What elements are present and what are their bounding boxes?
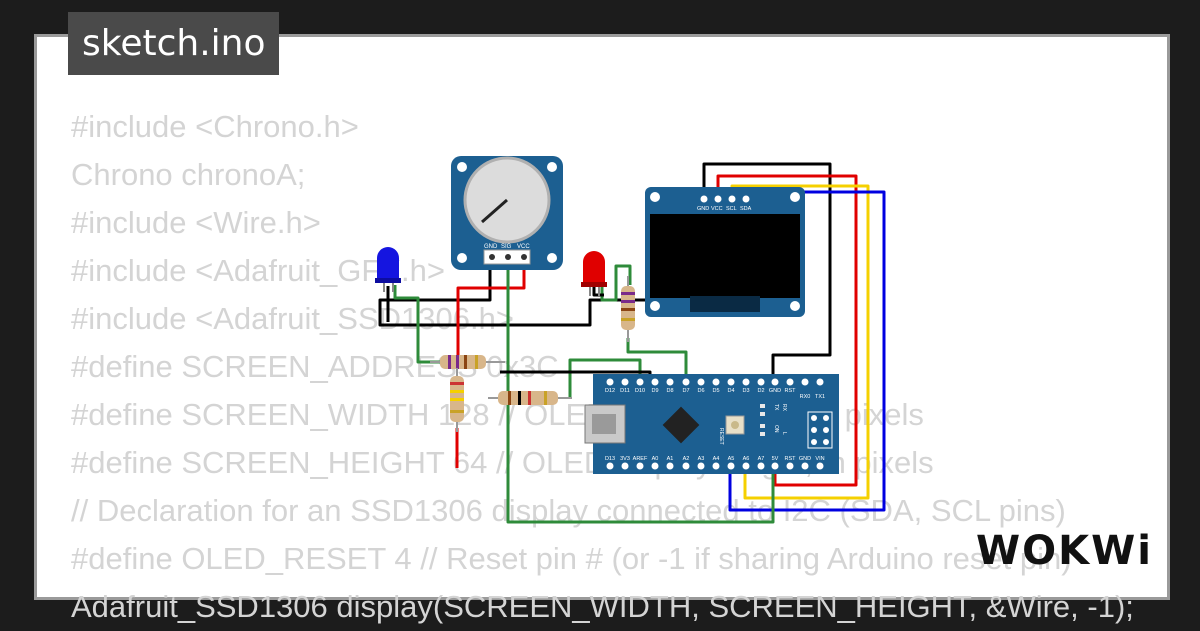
resistor-horizontal-arduino[interactable] [488,391,572,405]
pin-label-d6: D6 [697,388,704,394]
pin-label-d4: D4 [727,388,734,394]
code-line: #include <Chrono.h> [71,109,359,144]
resistor-horizontal-blue-led[interactable] [430,355,505,369]
blue-led[interactable] [375,247,401,292]
code-line: Adafruit_SSD1306 display(SCREEN_WIDTH, S… [71,589,1134,624]
pin-label-a2: A2 [683,456,690,462]
code-line: #include <Adafruit_GFX.h> [71,253,445,288]
wire-red-resistor-pin [626,338,688,382]
pin-label-5v: 5V [772,456,779,462]
pin-label-rst-top: RST [785,388,797,394]
potentiometer[interactable]: GND SIG VCC [451,156,563,270]
pin-label-a0: A0 [652,456,659,462]
wire-oled-gnd [702,162,832,382]
arduino-bottom-pins [606,462,824,470]
file-title: sketch.ino [68,12,280,75]
wire-red-led-gnd [592,285,604,297]
pin-label-a7: A7 [758,456,765,462]
reset-label: RESET [718,428,724,445]
pin-label-d12: D12 [605,388,615,394]
pin-label-gnd-top: GND [769,388,781,394]
pin-label-aref: AREF [633,456,648,462]
pot-pin-vcc: VCC [517,244,530,250]
pin-label-d5: D5 [712,388,719,394]
wire-pot-gnd [378,258,650,327]
pin-label-d10: D10 [635,388,645,394]
pin-label-gnd-bottom: GND [799,456,811,462]
pot-pin-sig: SIG [501,244,512,250]
wire-blue-led-anode [393,285,440,364]
pin-label-a4: A4 [713,456,720,462]
icsp-header [807,411,833,449]
pin-label-3v3: 3V3 [620,456,630,462]
pin-label-rx0: RX0 [800,394,811,400]
code-preview-card: #include <Chrono.h> Chrono chronoA; #inclu… [34,34,1170,624]
pot-pin-gnd: GND [484,244,498,250]
pin-label-rst-bottom: RST [785,456,797,462]
microcontroller-chip [662,406,700,444]
l-label: L [781,432,787,435]
code-line: #define SCREEN_ADDRESS 0x3C [71,349,559,384]
rx-label: RX [781,404,787,412]
pin-label-vin: VIN [815,456,824,462]
pin-label-d13: D13 [605,456,615,462]
pin-label-d11: D11 [620,388,630,394]
pin-label-d7: D7 [682,388,689,394]
code-line: Chrono chronoA; [71,157,306,192]
oled-pin-scl: SCL [726,206,737,212]
on-label: ON [773,425,779,433]
oled-pin-sda: SDA [740,206,752,212]
pin-label-a6: A6 [743,456,750,462]
wire-red-led-anode [600,264,632,302]
pin-label-d2: D2 [757,388,764,394]
code-line: #define OLED_RESET 4 // Reset pin # (or … [71,541,1072,576]
resistor-vertical-red-led[interactable] [621,276,635,342]
oled-display[interactable]: GND VCC SCL SDA [645,187,805,317]
pin-label-a1: A1 [667,456,674,462]
oled-screen [650,214,800,298]
resistor-vertical-pot[interactable] [450,368,464,432]
pin-label-d9: D9 [651,388,658,394]
pin-label-tx1: TX1 [815,394,825,400]
code-line: #include <Adafruit_SSD1306.h> [71,301,514,336]
code-line: #include <Wire.h> [71,205,321,240]
red-led[interactable] [581,251,607,296]
tx-label: TX [773,404,779,411]
arduino-top-pins [606,378,824,386]
pin-label-a3: A3 [698,456,705,462]
wire-oled-vcc [716,174,858,487]
oled-pin-vcc: VCC [711,206,723,212]
arduino-nano[interactable]: D12 D11 D10 D9 D8 D7 D6 D5 D4 D3 D2 GND … [584,374,839,474]
wire-pot-sig [506,258,775,524]
pin-label-a5: A5 [728,456,735,462]
wire-pot-vcc [456,258,526,360]
pin-label-d3: D3 [742,388,749,394]
wokwi-logo: WOKWi [976,528,1153,574]
code-block: #include <Chrono.h> Chrono chronoA; #inclu… [71,103,1134,631]
pin-label-d8: D8 [666,388,673,394]
oled-pin-gnd: GND [697,206,709,212]
